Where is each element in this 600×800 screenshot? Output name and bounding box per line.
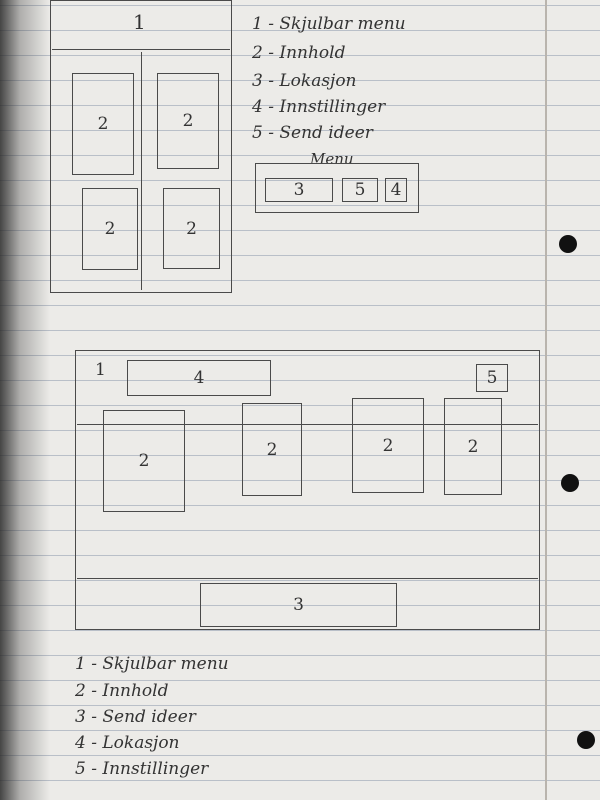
legend-item: 3 - Send ideer [75,707,196,727]
desktop-content-card[interactable]: 2 [444,398,502,495]
mobile-header-label: 1 [133,10,146,34]
punch-hole [559,235,577,253]
mobile-content-card[interactable]: 2 [72,73,134,175]
desktop-menu-label: 1 [95,360,106,380]
legend-item: 1 - Skjulbar menu [252,14,406,34]
content-card-label: 2 [182,111,194,131]
content-card-label: 2 [266,439,278,460]
mobile-header-divider [52,49,230,50]
legend-item: 4 - Innstillinger [252,97,386,117]
margin-line [545,0,547,800]
legend-item: 5 - Innstillinger [75,759,209,779]
menu-item-label: 3 [293,180,305,200]
location-bar[interactable]: 4 [127,360,271,396]
location-bar-label: 4 [193,368,205,388]
menu-item-ideas[interactable]: 5 [342,178,378,202]
menu-item-label: 4 [390,180,402,200]
desktop-content-card[interactable]: 2 [242,403,302,496]
content-card-label: 2 [382,435,394,456]
legend-item: 5 - Send ideer [252,123,373,143]
mobile-content-card[interactable]: 2 [163,188,220,269]
ideas-footer-label: 3 [293,595,304,615]
legend-item: 3 - Lokasjon [252,71,357,91]
punch-hole [561,474,579,492]
ideas-button-label: 5 [486,368,498,388]
legend-item: 1 - Skjulbar menu [75,654,229,674]
legend-item: 2 - Innhold [75,681,169,701]
mobile-content-card[interactable]: 2 [157,73,219,169]
mobile-column-divider [141,52,142,290]
desktop-header-divider [77,424,538,425]
desktop-frame [75,350,540,630]
desktop-content-card[interactable]: 2 [103,410,185,512]
menu-item-label: 5 [354,180,366,200]
ideas-button[interactable]: 5 [476,364,508,392]
content-card-label: 2 [104,219,116,239]
mobile-frame [50,0,232,293]
mobile-content-card[interactable]: 2 [82,188,138,270]
content-card-label: 2 [467,436,479,457]
legend-item: 2 - Innhold [252,43,346,63]
desktop-footer-divider [77,578,538,579]
content-card-label: 2 [186,218,197,239]
punch-hole [577,731,595,749]
menu-item-location[interactable]: 3 [265,178,333,202]
desktop-content-card[interactable]: 2 [352,398,424,493]
menu-item-settings[interactable]: 4 [385,178,407,202]
legend-item: 4 - Lokasjon [75,733,180,753]
ideas-footer-bar[interactable]: 3 [200,583,397,627]
menu-panel [255,163,419,213]
content-card-label: 2 [97,114,109,134]
page-shadow [0,0,50,800]
content-card-label: 2 [138,451,150,471]
